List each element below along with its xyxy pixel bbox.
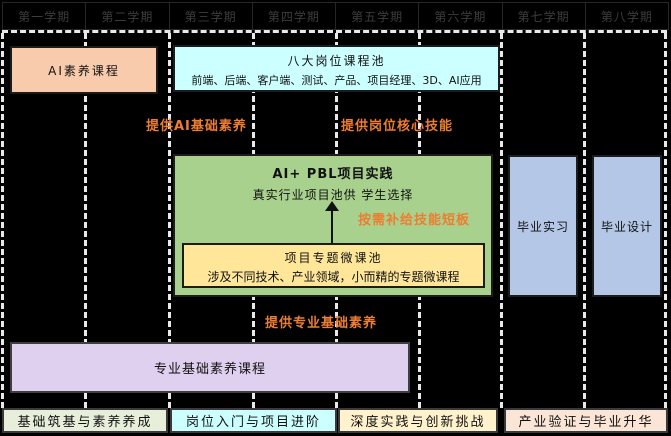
semester-header-7: 第七学期 (502, 2, 586, 30)
phase-deep-practice-innovation: 深度实践与创新挑战 (338, 408, 498, 433)
up-arrow-line (331, 211, 333, 245)
ai-literacy-course-box: AI素养课程 (10, 46, 158, 94)
job-course-pool-title: 八大岗位课程池 (287, 54, 386, 68)
semester-header-8: 第八学期 (585, 2, 669, 30)
semester-header-3: 第三学期 (169, 2, 253, 30)
graduation-design-box: 毕业设计 (592, 155, 662, 297)
job-course-pool-box: 八大岗位课程池 前端、后端、客户端、测试、产品、项目经理、3D、AI应用 (173, 45, 500, 92)
semester-header-4: 第四学期 (252, 2, 336, 30)
semester-header-1: 第一学期 (2, 2, 87, 30)
job-course-pool-subtitle: 前端、后端、客户端、测试、产品、项目经理、3D、AI应用 (191, 74, 482, 87)
pbl-project-practice-title: AI+ PBL项目实践 (272, 167, 394, 182)
phase-foundation-building: 基础筑基与素养养成 (2, 408, 168, 433)
micro-course-pool-title: 项目专题微课池 (284, 251, 383, 265)
dashed-grid-line (583, 33, 586, 408)
graduation-internship-box: 毕业实习 (508, 155, 578, 297)
dashed-grid-line (84, 33, 87, 408)
phase-job-entry-project-advance: 岗位入门与项目进阶 (170, 408, 337, 433)
pbl-project-practice-subtitle: 真实行业项目池供 学生选择 (252, 188, 414, 202)
ai-literacy-course-label: AI素养课程 (48, 63, 120, 78)
phase-industry-validation-graduation: 产业验证与毕业升华 (504, 408, 668, 433)
up-arrow-icon (325, 201, 339, 211)
annotation-professional-basic-literacy: 提供专业基础素养 (265, 316, 378, 331)
micro-course-pool-box: 项目专题微课池 涉及不同技术、产业领域，小而精的专题微课程 (182, 243, 485, 288)
graduation-design-label: 毕业设计 (600, 219, 653, 234)
dashed-grid-line (500, 33, 503, 408)
graduation-internship-label: 毕业实习 (516, 219, 569, 234)
semester-header-6: 第六学期 (419, 2, 503, 30)
dashed-grid-line (168, 33, 171, 408)
annotation-skill-gap: 按需补给技能短板 (358, 213, 471, 228)
annotation-job-core-skills: 提供岗位核心技能 (341, 119, 454, 134)
semester-header-2: 第二学期 (86, 2, 170, 30)
pbl-project-practice-box: AI+ PBL项目实践 真实行业项目池供 学生选择 项目专题微课池 涉及不同技术… (173, 154, 493, 297)
semester-header-row: 第一学期 第二学期 第三学期 第四学期 第五学期 第六学期 第七学期 第八学期 (2, 2, 669, 30)
dashed-header-divider (2, 30, 667, 33)
annotation-ai-basic-literacy: 提供AI基础素养 (146, 119, 247, 134)
micro-course-pool-subtitle: 涉及不同技术、产业领域，小而精的专题微课程 (207, 270, 460, 284)
professional-foundation-course-box: 专业基础素养课程 (10, 342, 410, 393)
professional-foundation-course-label: 专业基础素养课程 (153, 362, 266, 377)
semester-header-5: 第五学期 (336, 2, 420, 30)
dashed-grid-line (664, 33, 667, 408)
dashed-grid-line (1, 33, 4, 408)
